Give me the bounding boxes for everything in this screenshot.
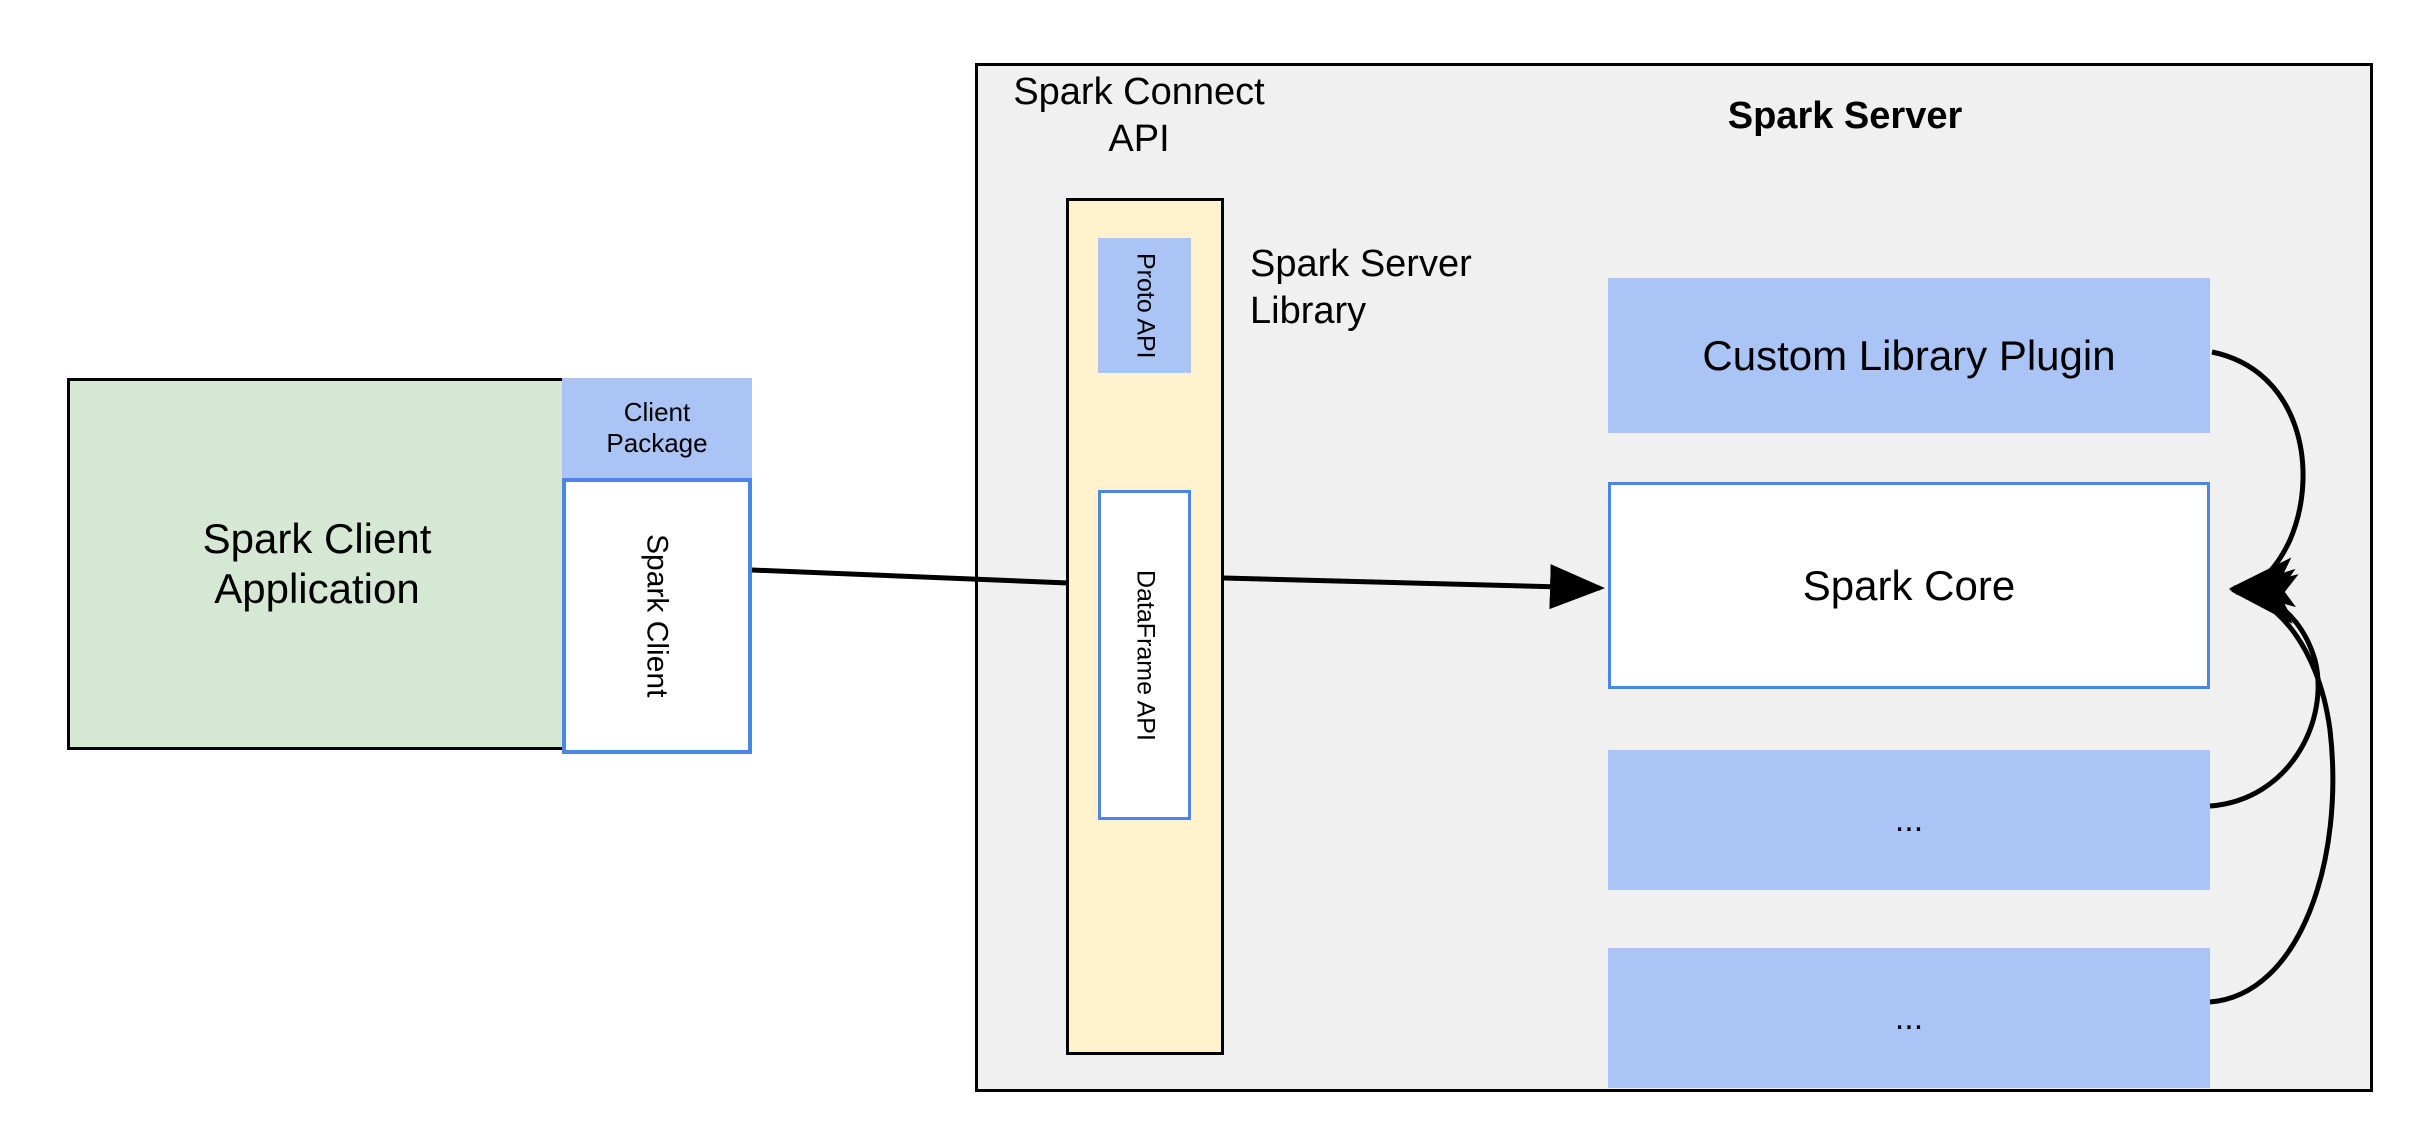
ellipsis-box-2-label: ... bbox=[1894, 998, 1924, 1037]
ellipsis-box-1-label: ... bbox=[1894, 800, 1924, 839]
custom-library-plugin-label: Custom Library Plugin bbox=[1702, 331, 2116, 379]
client-package-line1: Client bbox=[623, 397, 691, 428]
ellipsis-box-2[interactable]: ... bbox=[1608, 948, 2210, 1088]
spark-server-library-title-line2: Library bbox=[1250, 289, 1367, 332]
dataframe-api-label: DataFrame API bbox=[1131, 569, 1160, 741]
proto-api-box[interactable]: Proto API bbox=[1098, 238, 1191, 373]
spark-connect-api-title-line1: Spark Connect bbox=[1013, 71, 1265, 114]
spark-core-label: Spark Core bbox=[1802, 561, 2016, 609]
spark-client-application-line1: Spark Client bbox=[202, 515, 432, 563]
ellipsis-box-1[interactable]: ... bbox=[1608, 750, 2210, 890]
spark-server-library-title: Spark Server Library bbox=[1250, 235, 1525, 340]
spark-connect-api-title: Spark Connect API bbox=[994, 63, 1284, 168]
spark-core-box[interactable]: Spark Core bbox=[1608, 482, 2210, 689]
spark-server-title: Spark Server bbox=[1727, 94, 1963, 137]
spark-client-application-box[interactable]: Spark Client Application bbox=[67, 378, 567, 750]
proto-api-label: Proto API bbox=[1131, 252, 1160, 359]
custom-library-plugin-box[interactable]: Custom Library Plugin bbox=[1608, 278, 2210, 433]
client-package-box[interactable]: Client Package bbox=[562, 378, 752, 478]
spark-client-label: Spark Client bbox=[640, 534, 674, 698]
client-package-line2: Package bbox=[606, 428, 708, 458]
spark-server-library-title-line1: Spark Server bbox=[1250, 243, 1472, 286]
spark-client-box[interactable]: Spark Client bbox=[562, 478, 752, 754]
spark-client-application-line2: Application bbox=[214, 565, 420, 612]
spark-connect-api-title-line2: API bbox=[1108, 117, 1170, 160]
dataframe-api-box[interactable]: DataFrame API bbox=[1098, 490, 1191, 820]
